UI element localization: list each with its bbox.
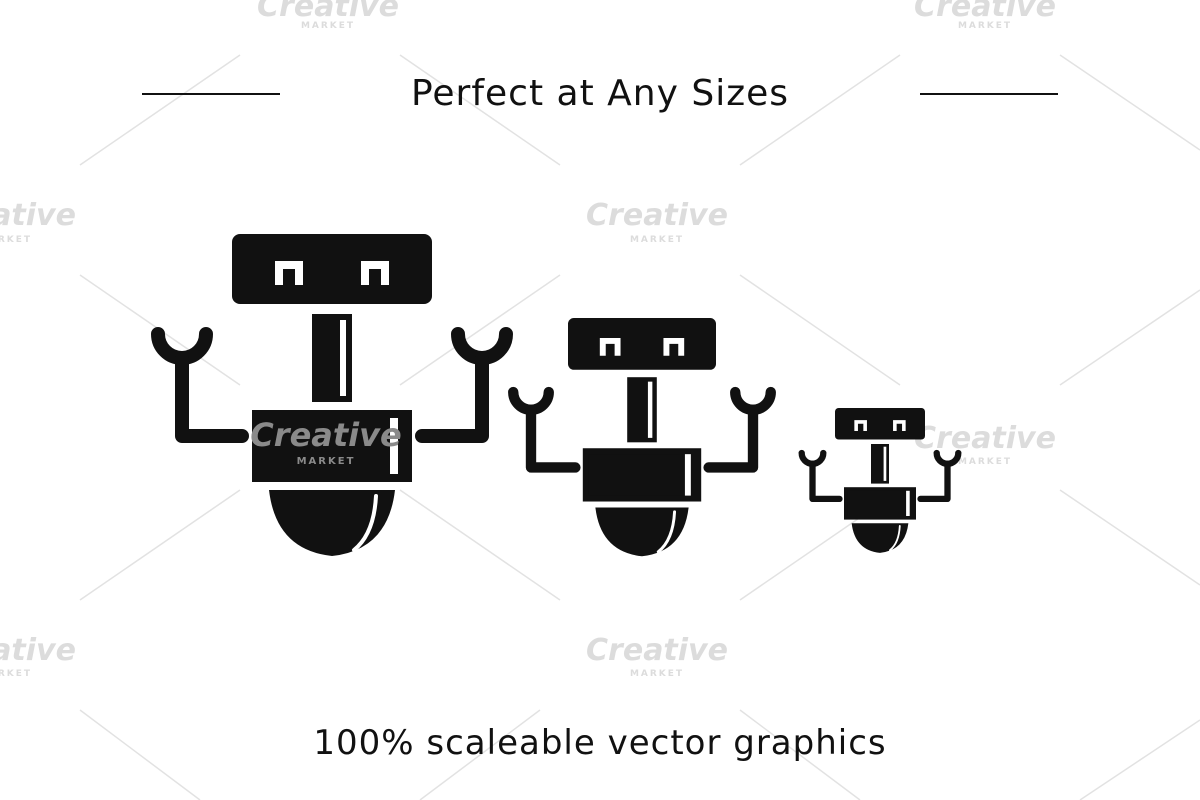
title-rule-right (920, 93, 1058, 95)
watermark-sub: MARKET (958, 21, 1012, 31)
title-rule-left (142, 93, 280, 95)
watermark-sub: MARKET (301, 21, 355, 31)
watermark-sub: MARKET (630, 669, 684, 679)
watermark-sub: MARKET (958, 457, 1012, 467)
watermark-logo: Creative (914, 0, 1056, 24)
robot-icon-small (802, 408, 959, 553)
watermark-logo: Creative (0, 633, 76, 668)
watermark-logo: Creative (0, 198, 76, 233)
robot-icon-medium (513, 318, 771, 556)
watermark-sub: MARKET (0, 235, 32, 245)
footer-caption: 100% scaleable vector graphics (313, 723, 887, 763)
watermark-logo: Creative (586, 633, 728, 668)
robot-icon-large (158, 234, 506, 556)
watermark-logo-overlay: Creative (250, 416, 401, 454)
watermark-sub-overlay: MARKET (297, 456, 356, 467)
watermark-logo: Creative (586, 198, 728, 233)
page-title: Perfect at Any Sizes (410, 73, 789, 114)
watermark-sub: MARKET (630, 235, 684, 245)
watermark-sub: MARKET (0, 669, 32, 679)
watermark-logo: Creative (257, 0, 399, 24)
